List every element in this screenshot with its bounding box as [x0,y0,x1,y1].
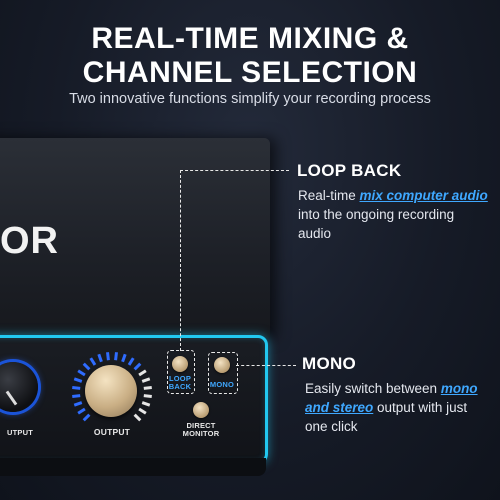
mono-highlight-box [208,352,238,394]
device-body [0,138,270,338]
knob-led-tick [73,377,83,383]
knob-led-tick [77,369,86,377]
knob-led-tick [141,377,151,383]
output-left-label: UTPUT [7,428,33,437]
loop-back-description: Real-time mix computer audio into the on… [298,186,488,243]
direct-monitor-button [193,402,209,418]
direct-monitor-label: DIRECT MONITOR [180,422,222,438]
knob-led-tick [133,362,142,371]
knob-led-tick [89,357,97,366]
knob-led-tick [133,413,142,422]
knob-led-tick [77,407,86,415]
mono-label: MONO [209,380,235,389]
knob-led-tick [73,401,83,407]
mono-text-after: output with just one click [305,400,468,434]
brand-logo-fragment: OR [0,220,59,262]
knob-led-tick [121,353,127,363]
mono-button [214,357,230,373]
knob-led-tick [97,353,103,363]
direct-monitor-label-line1: DIRECT [186,421,216,430]
mono-leader-line [236,365,296,366]
output-label: OUTPUT [93,427,131,437]
loop-back-title: LOOP BACK [297,161,402,180]
knob-led-tick [138,407,147,415]
loop-back-highlight: mix computer audio [359,188,488,203]
device-base [0,458,266,476]
knob-led-tick [138,369,147,377]
knob-led-tick [82,413,91,422]
output-knob [85,365,137,417]
direct-monitor-label-line2: MONITOR [182,429,220,438]
title-line-1: REAL-TIME MIXING & [91,22,409,55]
mono-title: MONO [302,354,357,373]
knob-led-tick [143,386,152,390]
loop-back-highlight-box [167,350,195,394]
output-knob-led-ring [72,352,152,422]
loop-back-text-before: Real-time [298,188,360,203]
loop-back-label-line2: BACK [168,382,192,391]
mono-highlight: mono and stereo [305,381,478,415]
loop-back-leader-line [180,170,289,351]
loop-back-button [172,356,188,372]
loop-back-label-line1: LOOP [168,374,192,383]
mono-description: Easily switch between mono and stereo ou… [305,379,485,436]
knob-led-tick [82,362,91,371]
page-subtitle: Two innovative functions simplify your r… [69,91,431,107]
knob-led-tick [72,394,81,398]
knob-led-tick [143,394,152,398]
title-line-2: CHANNEL SELECTION [82,56,418,89]
loop-back-label: LOOP BACK [167,375,193,391]
mono-text-before: Easily switch between [305,381,441,396]
knob-led-tick [106,352,110,361]
knob-led-tick [141,401,151,407]
knob-led-tick [127,357,135,366]
page-title: REAL-TIME MIXING & CHANNEL SELECTION [0,22,500,90]
knob-led-tick [72,386,81,390]
knob-led-tick [114,352,118,361]
loop-back-text-after: into the ongoing recording audio [298,207,455,241]
